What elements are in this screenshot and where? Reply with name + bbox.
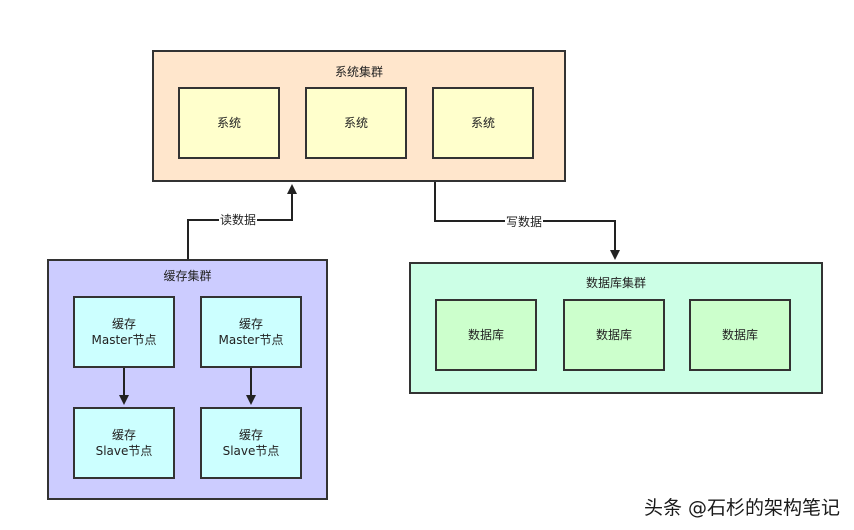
cache-slave-node: 缓存 Slave节点 xyxy=(73,407,175,479)
write-data-label: 写数据 xyxy=(505,215,544,229)
database-cluster-title: 数据库集群 xyxy=(585,276,646,290)
cache-master-node: 缓存 Master节点 xyxy=(200,296,302,368)
system-node-label: 系统 xyxy=(470,116,495,130)
system-node-label: 系统 xyxy=(343,116,368,130)
database-node: 数据库 xyxy=(689,299,791,371)
cache-cluster-title: 缓存集群 xyxy=(163,269,212,283)
database-node: 数据库 xyxy=(563,299,665,371)
cache-slave-node: 缓存 Slave节点 xyxy=(200,407,302,479)
system-node-label: 系统 xyxy=(216,116,241,130)
system-node: 系统 xyxy=(178,87,280,159)
database-node-label: 数据库 xyxy=(595,328,632,342)
database-node-label: 数据库 xyxy=(467,328,504,342)
database-node-label: 数据库 xyxy=(721,328,758,342)
system-cluster-title: 系统集群 xyxy=(334,65,383,79)
system-node: 系统 xyxy=(432,87,534,159)
cache-node-line1: 缓存 xyxy=(111,317,136,331)
cache-node-line1: 缓存 xyxy=(238,428,263,442)
watermark-text: 头条 @石杉的架构笔记 xyxy=(643,497,840,519)
cache-node-line1: 缓存 xyxy=(111,428,136,442)
read-data-label: 读数据 xyxy=(219,213,258,227)
system-node: 系统 xyxy=(305,87,407,159)
cache-node-line2: Master节点 xyxy=(218,333,284,347)
cache-node-line2: Slave节点 xyxy=(222,444,280,458)
cache-master-node: 缓存 Master节点 xyxy=(73,296,175,368)
database-node: 数据库 xyxy=(435,299,537,371)
cache-node-line2: Slave节点 xyxy=(95,444,153,458)
cache-node-line2: Master节点 xyxy=(91,333,157,347)
cache-node-line1: 缓存 xyxy=(238,317,263,331)
